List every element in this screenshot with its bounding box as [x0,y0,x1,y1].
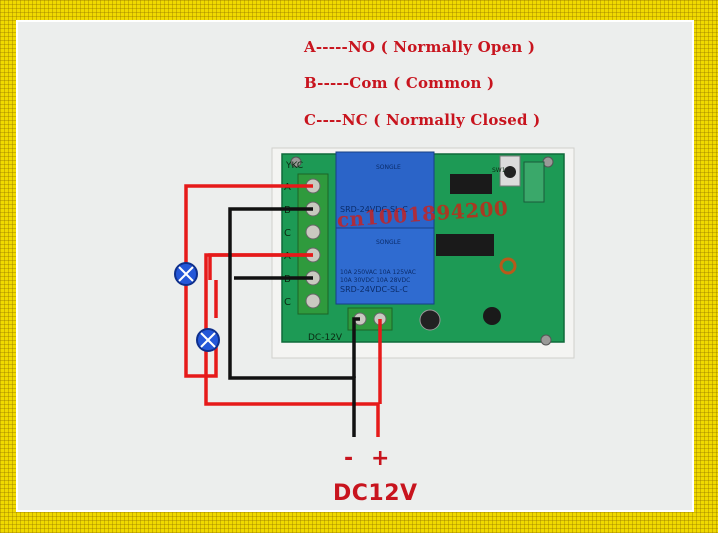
terminal-screws [305,178,321,309]
legend-no: A-----NO ( Normally Open ) [304,38,536,56]
coil-icon [499,257,517,275]
rf-module [436,234,494,256]
push-switch-knob-icon [504,166,516,178]
power-silkscreen: DC-12V [308,333,343,343]
minus-label: - [344,446,354,471]
lamp-2-icon [196,328,220,352]
legend-com: B-----Com ( Common ) [304,74,495,92]
svg-text:C: C [284,228,291,239]
relay-2-model: SRD-24VDC-SL-C [340,285,408,294]
supply-voltage-label: DC12V [333,481,418,506]
photo-frame: SONGLE SONGLE 10A 250VAC 10A 125VAC 10A … [16,20,694,512]
lamp-1-icon [174,262,198,286]
relay-1 [335,151,435,229]
red-wires [184,184,382,437]
relay-2-rating-1: 10A 250VAC 10A 125VAC [340,269,416,276]
switch-silkscreen: SW1 [492,167,506,174]
svg-text:C: C [284,297,291,308]
brand-silkscreen: YKC [285,161,303,171]
relay-2-rating-2: 10A 30VDC 10A 28VDC [340,277,410,284]
terminal-block [297,173,329,315]
wiring-photo: SONGLE SONGLE 10A 250VAC 10A 125VAC 10A … [174,147,575,437]
legend-nc: C----NC ( Normally Closed ) [304,111,541,129]
relay-1-brand: SONGLE [376,164,401,171]
relay-2 [335,227,435,305]
screw-hole-icon [290,156,302,168]
capacitor-icon [419,309,441,331]
relay-1-model: SRD-24VDC-SL-C [340,205,408,214]
black-wires [228,207,360,437]
capacitor-icon [483,307,501,325]
receiver-board [523,161,545,203]
screw-hole-icon [540,334,552,346]
plus-label: + [371,446,390,471]
relay-2-brand: SONGLE [376,239,401,246]
ic-chip [450,174,492,194]
